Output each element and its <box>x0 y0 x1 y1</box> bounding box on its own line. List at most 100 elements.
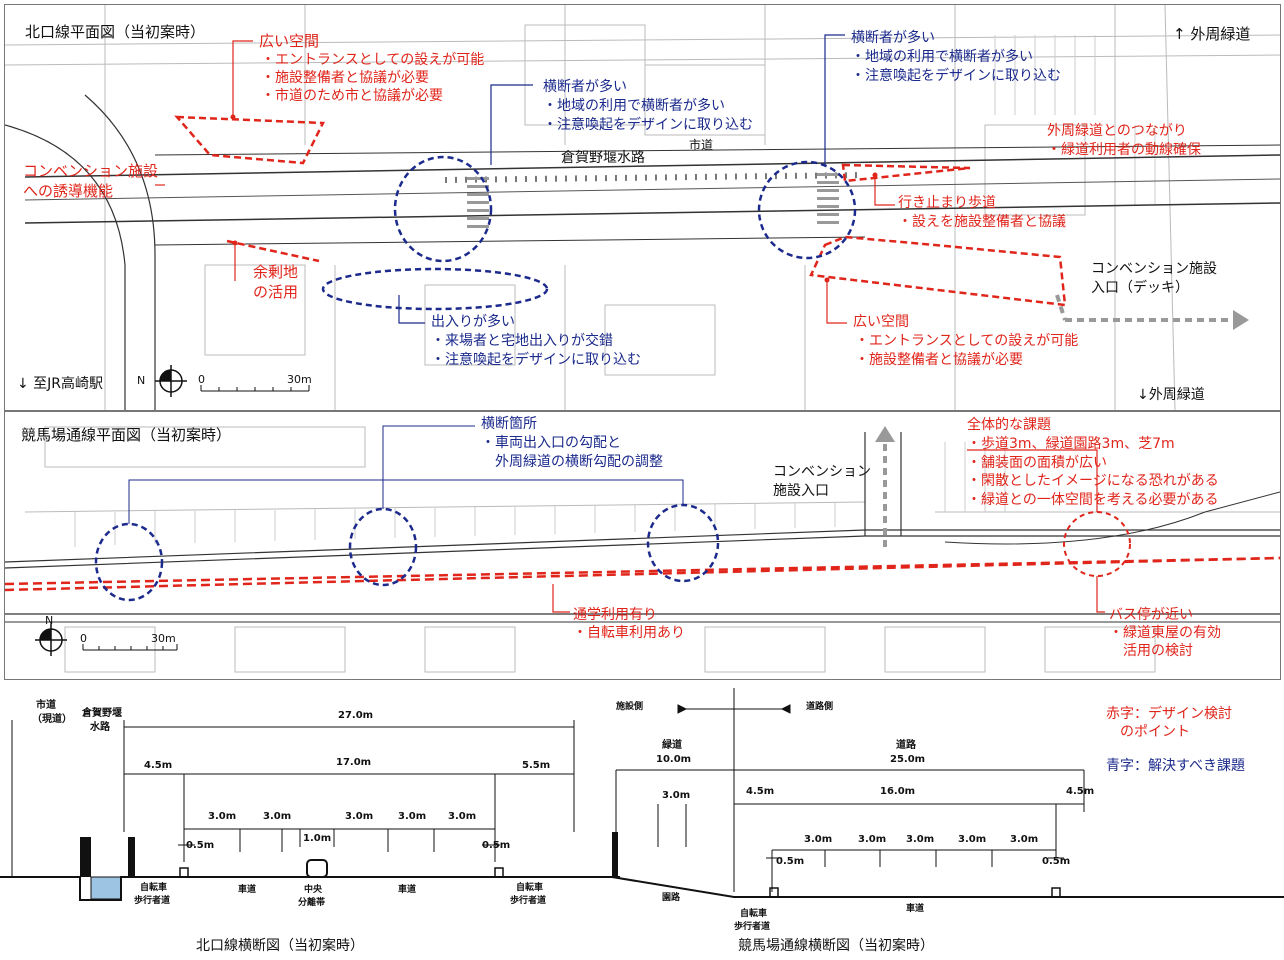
cross-median-1: 中央 <box>304 885 323 895</box>
facility-side-label: 施設側 <box>616 702 644 712</box>
race-lane-4: 3.0m <box>958 834 987 845</box>
race-road-label: 道路 <box>896 740 916 751</box>
to-station-label: ↓ 至JR高崎駅 <box>17 376 104 392</box>
race-left-width: 4.5m <box>746 786 775 797</box>
dead-end-item-1: ・設えを施設整備者と協議 <box>898 214 1066 230</box>
outer-green-bottom-label: ↓外周緑道 <box>1137 387 1205 403</box>
race-curb-left-label: 0.5m <box>776 856 805 867</box>
race-arrow-head <box>875 426 895 442</box>
north-scale-bar <box>200 385 310 392</box>
north-parking-lines <box>994 35 1156 205</box>
convention-entrance-line-1: コンベンション施設 <box>1091 261 1217 277</box>
many-access-title: 出入りが多い <box>431 314 515 330</box>
race-plan-map <box>5 425 1280 673</box>
cross-lane-2: 3.0m <box>263 811 292 822</box>
wide-space-1-item-3: ・市道のため市と協議が必要 <box>261 88 443 104</box>
race-green-width: 10.0m <box>656 754 692 765</box>
crossing-right-item-2: ・注意喚起をデザインに取り込む <box>851 68 1061 84</box>
bus-item-2: 活用の検討 <box>1109 643 1193 659</box>
north-scale-0: 0 <box>198 373 205 386</box>
race-right-width: 4.5m <box>1066 786 1095 797</box>
north-plan-map <box>5 5 1280 410</box>
north-grey-arrows <box>1055 294 1233 322</box>
surplus-land-line-1: 余剰地 <box>253 263 299 281</box>
race-hatch <box>74 442 1006 547</box>
race-lane-3: 3.0m <box>906 834 935 845</box>
race-compass-label: N <box>45 614 54 627</box>
north-scale-30: 30m <box>287 373 312 386</box>
race-crossing-item-2: 外周緑道の横断勾配の調整 <box>481 454 663 470</box>
race-cross-section-drawing <box>611 688 1284 898</box>
cross-left-width: 4.5m <box>144 760 173 771</box>
race-red-line-lower <box>5 556 1280 592</box>
race-lane-1: 3.0m <box>804 834 833 845</box>
wide-space-1-title: 広い空間 <box>259 32 320 50</box>
race-road-width: 25.0m <box>890 754 926 765</box>
bus-title: バス停が近い <box>1109 607 1193 623</box>
surplus-land-line-2: の活用 <box>253 283 299 301</box>
red-zone-wide-space-1 <box>174 115 325 165</box>
overall-item-3: ・閑散としたイメージになる恐れがある <box>967 473 1219 489</box>
race-wall <box>612 832 618 877</box>
wide-space-1-item-1: ・エントランスとしての設えが可能 <box>261 52 485 68</box>
race-path-label: 園路 <box>662 893 681 903</box>
race-curb-right <box>1051 887 1061 898</box>
convention-entrance-line-2: 入口（デッキ） <box>1091 280 1189 296</box>
race-crossing-item-1: ・車両出入口の勾配と <box>481 435 621 451</box>
crossing-center-title: 横断者が多い <box>543 79 627 95</box>
north-crosswalk-right <box>817 173 839 224</box>
race-convention-entrance-1: コンベンション <box>773 464 871 480</box>
cross-total-width: 27.0m <box>338 710 374 721</box>
cross-lane-1: 3.0m <box>208 811 237 822</box>
cross-median-2: 分離帯 <box>298 898 326 908</box>
wide-space-2-item-2: ・施設整備者と協議が必要 <box>855 352 1023 368</box>
road-side-label: 道路側 <box>806 702 834 712</box>
wall-left <box>80 837 91 877</box>
crossing-center-item-1: ・地域の利用で横断者が多い <box>543 98 725 114</box>
north-red-zones <box>174 115 1067 307</box>
school-title: 通学利用有り <box>573 607 657 623</box>
race-lane-5: 3.0m <box>1010 834 1039 845</box>
north-cross-caption: 北口線横断図（当初案時） <box>196 938 364 954</box>
race-mid-width: 16.0m <box>880 786 916 797</box>
overall-title: 全体的な課題 <box>967 417 1051 433</box>
school-item-1: ・自転車利用あり <box>573 625 685 641</box>
cross-lane-4: 3.0m <box>398 811 427 822</box>
cross-city-road-2: （現道） <box>32 714 72 725</box>
overall-item-4: ・緑道との一体空間を考える必要がある <box>967 492 1219 508</box>
waterway-label: 倉賀野堰水路 <box>561 150 645 166</box>
race-bike-1: 自転車 <box>740 909 768 919</box>
north-left-curve-road <box>84 94 156 410</box>
race-plan-panel: 競馬場通線平面図（当初案時） 横断箇所 ・車両出入口の勾配と 外周緑道の横断勾配… <box>4 411 1281 680</box>
legend-red-line-2: のポイント <box>1106 724 1190 740</box>
blue-ellipse-access <box>321 267 549 311</box>
race-scale-bar <box>82 644 178 651</box>
cross-lane-5: 3.0m <box>448 811 477 822</box>
outer-link-title: 外周緑道とのつながり <box>1047 123 1187 139</box>
cross-waterway-2: 水路 <box>90 722 110 733</box>
many-access-item-2: ・注意喚起をデザインに取り込む <box>431 352 641 368</box>
cross-waterway-1: 倉賀野堰 <box>82 708 122 719</box>
race-blue-leaders <box>128 425 684 524</box>
cross-lane-3: 3.0m <box>345 811 374 822</box>
cross-curb-right: 0.5m <box>482 840 511 851</box>
blue-circle-center-crossing <box>393 155 493 263</box>
convention-guide-line-2: への誘導機能 <box>23 182 114 200</box>
overall-item-2: ・舗装面の面積が広い <box>967 455 1107 471</box>
city-road-label: 市道 <box>689 138 714 152</box>
legend-blue: 青字：解決すべき課題 <box>1106 758 1246 774</box>
race-scale-0: 0 <box>80 632 87 645</box>
race-background-linework <box>24 426 1280 673</box>
north-ground-line <box>0 876 620 901</box>
race-main-road <box>5 432 1280 623</box>
crossing-right-title: 横断者が多い <box>851 30 935 46</box>
overall-item-1: ・歩道3m、緑道園路3m、芝7m <box>967 436 1175 452</box>
cross-bike-left-1: 自転車 <box>140 883 168 893</box>
cross-median-width: 1.0m <box>303 833 332 844</box>
curb-left <box>179 867 189 878</box>
median-block <box>306 859 328 878</box>
crossing-center-item-2: ・注意喚起をデザインに取り込む <box>543 117 753 133</box>
bus-item-1: ・緑道東屋の有効 <box>1109 625 1221 641</box>
crossing-right-item-1: ・地域の利用で横断者が多い <box>851 49 1033 65</box>
convention-guide-line-1: コンベンション施設 <box>23 162 159 180</box>
